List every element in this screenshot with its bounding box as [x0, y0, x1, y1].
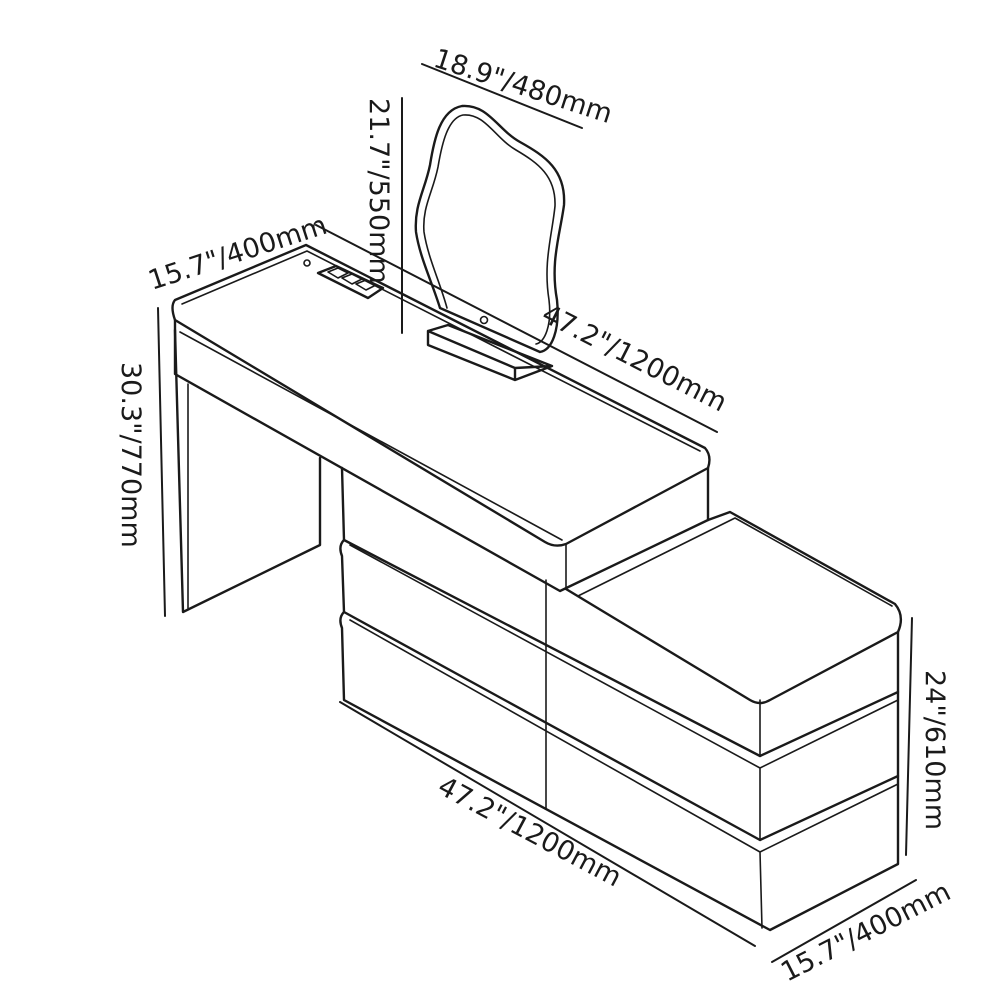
- desk-length-line: [315, 224, 718, 433]
- cabinet-length-line: [339, 701, 756, 947]
- cabinet-depth-line: [771, 879, 917, 963]
- desk-length-label: 47.2"/1200mm: [537, 299, 732, 419]
- cabinet-top-inner: [577, 517, 893, 607]
- cabinet-depth-label: 15.7"/400mm: [776, 876, 956, 988]
- cabinet-middle-divider: [349, 544, 899, 841]
- desk-leg: [173, 328, 322, 614]
- mirror-inner-frame: [422, 114, 556, 345]
- cabinet-top: [564, 510, 903, 705]
- desk-drawer-seam: [179, 331, 567, 590]
- cabinet-height-line: [905, 617, 913, 856]
- mirror-height-label: 21.7"/550mm: [363, 98, 394, 284]
- desk-height-label: 30.3"/770mm: [115, 362, 146, 548]
- power-icon: [303, 259, 311, 267]
- cabinet-upper-divider: [545, 579, 761, 757]
- control-panel: [316, 264, 385, 300]
- cabinet-length-label: 47.2"/1200mm: [433, 771, 627, 894]
- desk-top: [171, 243, 711, 547]
- desk-height-line: [157, 307, 166, 617]
- desk: [171, 243, 711, 614]
- dimension-lines: [157, 63, 917, 963]
- cabinet-middle-drawers: [339, 538, 900, 842]
- desk-top-inner-edge: [181, 250, 701, 452]
- mirror-stand: [426, 323, 554, 382]
- cabinet-bottom-divider: [349, 619, 899, 929]
- cabinet-bottom-drawers: [339, 610, 900, 932]
- cabinet: [339, 466, 903, 932]
- control-panel-buttons: [327, 267, 377, 291]
- mirror-width-line: [421, 63, 583, 129]
- cabinet-height-label: 24"/610mm: [919, 670, 950, 830]
- mirror: [414, 104, 566, 382]
- mirror-outer-frame: [414, 104, 566, 354]
- mirror-button-icon: [479, 315, 489, 325]
- cabinet-upper-drawers: [340, 466, 900, 758]
